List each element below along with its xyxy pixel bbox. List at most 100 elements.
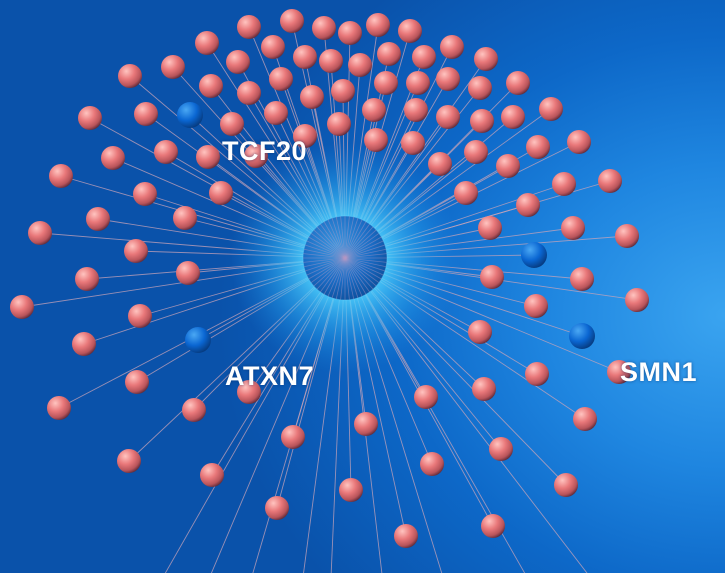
gene-node[interactable] [436, 105, 460, 129]
gene-node-highlighted[interactable] [569, 323, 595, 349]
gene-node[interactable] [220, 112, 244, 136]
gene-node[interactable] [244, 144, 268, 168]
gene-node[interactable] [598, 169, 622, 193]
gene-node[interactable] [506, 71, 530, 95]
gene-node[interactable] [526, 135, 550, 159]
gene-node[interactable] [496, 154, 520, 178]
gene-node[interactable] [265, 496, 289, 520]
gene-node[interactable] [404, 98, 428, 122]
gene-node[interactable] [354, 412, 378, 436]
gene-node[interactable] [173, 206, 197, 230]
gene-node[interactable] [237, 15, 261, 39]
gene-node[interactable] [472, 377, 496, 401]
gene-node[interactable] [406, 71, 430, 95]
gene-node-smn1[interactable] [607, 360, 631, 384]
gene-node[interactable] [339, 478, 363, 502]
gene-node[interactable] [567, 130, 591, 154]
gene-node[interactable] [412, 45, 436, 69]
gene-node[interactable] [319, 49, 343, 73]
gene-node[interactable] [269, 67, 293, 91]
gene-node[interactable] [468, 320, 492, 344]
gene-node[interactable] [524, 294, 548, 318]
gene-node[interactable] [154, 140, 178, 164]
gene-node[interactable] [489, 437, 513, 461]
gene-node[interactable] [539, 97, 563, 121]
gene-node[interactable] [327, 112, 351, 136]
gene-node[interactable] [394, 524, 418, 548]
gene-node[interactable] [261, 35, 285, 59]
gene-node[interactable] [280, 9, 304, 33]
gene-node-highlighted[interactable] [177, 102, 203, 128]
gene-node[interactable] [470, 109, 494, 133]
gene-node[interactable] [552, 172, 576, 196]
gene-node[interactable] [226, 50, 250, 74]
gene-node[interactable] [573, 407, 597, 431]
gene-node[interactable] [134, 102, 158, 126]
gene-node[interactable] [86, 207, 110, 231]
hub-node[interactable] [302, 215, 388, 301]
gene-node[interactable] [501, 105, 525, 129]
gene-node[interactable] [474, 47, 498, 71]
gene-node[interactable] [237, 380, 261, 404]
gene-node[interactable] [454, 181, 478, 205]
gene-node[interactable] [237, 81, 261, 105]
gene-node[interactable] [561, 216, 585, 240]
gene-node[interactable] [47, 396, 71, 420]
gene-node[interactable] [377, 42, 401, 66]
gene-node[interactable] [293, 45, 317, 69]
gene-node[interactable] [28, 221, 52, 245]
gene-node[interactable] [481, 514, 505, 538]
gene-node[interactable] [366, 13, 390, 37]
gene-node[interactable] [364, 128, 388, 152]
gene-node-highlighted[interactable] [521, 242, 547, 268]
gene-node[interactable] [176, 261, 200, 285]
gene-node[interactable] [440, 35, 464, 59]
gene-node[interactable] [199, 74, 223, 98]
gene-node[interactable] [331, 79, 355, 103]
gene-node[interactable] [338, 21, 362, 45]
gene-node[interactable] [300, 85, 324, 109]
gene-node[interactable] [196, 145, 220, 169]
gene-node[interactable] [209, 181, 233, 205]
gene-node[interactable] [200, 463, 224, 487]
gene-node[interactable] [125, 370, 149, 394]
gene-node[interactable] [101, 146, 125, 170]
gene-node[interactable] [195, 31, 219, 55]
gene-node[interactable] [478, 216, 502, 240]
gene-node[interactable] [480, 265, 504, 289]
gene-node[interactable] [362, 98, 386, 122]
gene-node[interactable] [398, 19, 422, 43]
gene-node[interactable] [516, 193, 540, 217]
gene-node[interactable] [468, 76, 492, 100]
gene-node[interactable] [414, 385, 438, 409]
gene-node[interactable] [75, 267, 99, 291]
gene-node[interactable] [161, 55, 185, 79]
gene-node[interactable] [374, 71, 398, 95]
gene-node[interactable] [525, 362, 549, 386]
gene-node[interactable] [281, 425, 305, 449]
gene-node[interactable] [124, 239, 148, 263]
gene-node[interactable] [117, 449, 141, 473]
gene-node[interactable] [436, 67, 460, 91]
gene-node[interactable] [293, 124, 317, 148]
gene-node[interactable] [312, 16, 336, 40]
gene-node[interactable] [428, 152, 452, 176]
gene-node[interactable] [128, 304, 152, 328]
gene-node[interactable] [615, 224, 639, 248]
gene-node[interactable] [420, 452, 444, 476]
gene-node[interactable] [118, 64, 142, 88]
gene-node[interactable] [554, 473, 578, 497]
gene-node[interactable] [401, 131, 425, 155]
gene-node[interactable] [78, 106, 102, 130]
gene-node[interactable] [625, 288, 649, 312]
gene-node[interactable] [49, 164, 73, 188]
gene-node[interactable] [182, 398, 206, 422]
gene-node-highlighted[interactable] [185, 327, 211, 353]
gene-node[interactable] [72, 332, 96, 356]
gene-node[interactable] [464, 140, 488, 164]
gene-node[interactable] [10, 295, 34, 319]
gene-node[interactable] [570, 267, 594, 291]
gene-node[interactable] [264, 101, 288, 125]
gene-node[interactable] [133, 182, 157, 206]
gene-node[interactable] [348, 53, 372, 77]
